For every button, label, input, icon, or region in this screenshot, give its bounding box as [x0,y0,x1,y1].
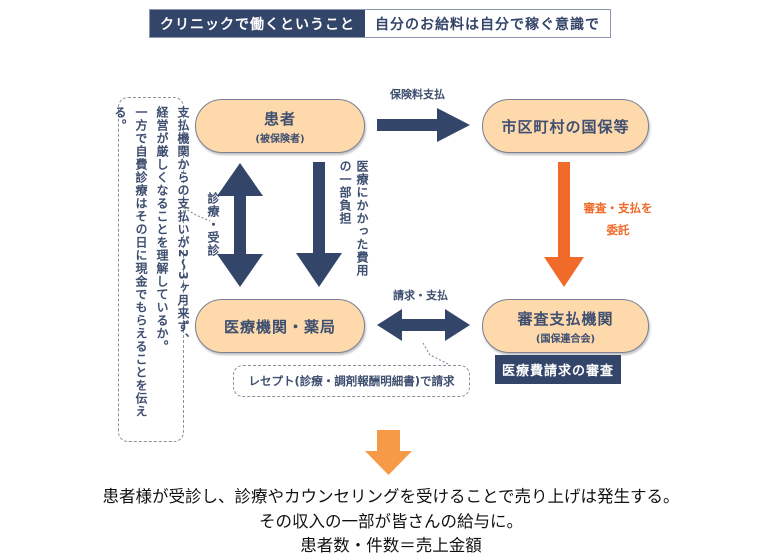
premium-label: 保険料支払 [390,88,445,101]
review-badge: 医療費請求の審査 [495,355,622,384]
premium-arrow [377,108,470,142]
node-review-org-label: 審査支払機関 [517,309,614,328]
note-line-1: 支払機関からの支払いが2〜3ヶ月来ず、 [176,106,190,346]
payment-delay-note: 支払機関からの支払いが2〜3ヶ月来ず、 経営が厳しくなることを理解しているか。 … [113,97,190,442]
payment-delay-note-text: 支払機関からの支払いが2〜3ヶ月来ず、 経営が厳しくなることを理解しているか。 … [109,106,193,433]
note-tail-left [183,207,211,222]
note-tail-receipt [422,342,451,366]
delegation-line2: 委託 [606,223,630,237]
result-arrow [365,430,412,475]
receipt-note: レセプト(診療・調剤報酬明細書)で請求 [233,365,470,397]
conclusion-line-3: 患者数・件数＝売上金額 [300,536,482,555]
node-patient-sub: (被保険者) [255,133,305,145]
delegation-arrow [544,162,584,287]
note-line-2: 経営が厳しくなることを理解しているか。 [155,106,169,353]
node-municipality: 市区町村の国保等 [482,99,649,153]
conclusion-line-2: その収入の一部が皆さんの給与に。 [259,512,523,531]
treatment-label: 診療・受診 [206,192,220,257]
copay-text: 医療にかかった費用の一部負担 [338,160,369,277]
note-line-3: 一方で自費診療はその日に現金でもらえることを伝える。 [113,106,148,418]
delegation-label: 審査・支払を 委託 [578,197,658,241]
node-clinic-label: 医療機関・薬局 [223,317,336,336]
node-review-org: 審査支払機関 (国保連合会) [482,299,649,353]
copay-label: 医療にかかった費用の一部負担 [336,160,376,280]
node-municipality-label: 市区町村の国保等 [501,117,630,136]
node-patient: 患者 (被保険者) [195,99,365,153]
treatment-arrow [217,163,263,287]
header-left-label: クリニックで働くということ [150,10,365,37]
node-clinic: 医療機関・薬局 [195,299,365,353]
claim-label: 請求・支払 [393,289,448,302]
copay-arrow [296,162,342,287]
claim-arrow [377,309,470,341]
conclusion-line-1: 患者様が受診し、診療やカウンセリングを受けることで売り上げは発生する。 [102,487,680,506]
delegation-line1: 審査・支払を [583,201,653,215]
header-right-label: 自分のお給料は自分で稼ぐ意識で [365,10,610,37]
node-patient-label: 患者 [263,109,296,128]
node-review-org-sub: (国保連合会) [535,333,596,345]
header-banner: クリニックで働くということ 自分のお給料は自分で稼ぐ意識で [149,9,611,38]
